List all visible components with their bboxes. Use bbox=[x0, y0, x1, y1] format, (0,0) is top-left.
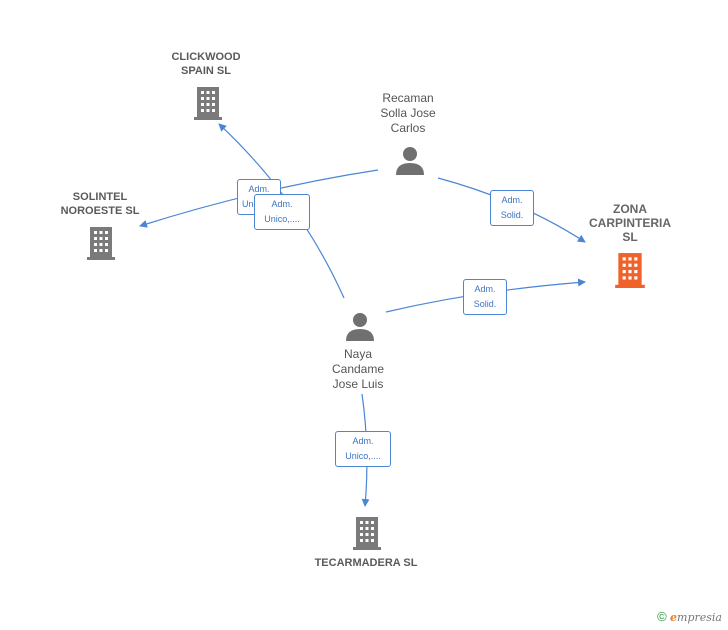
copyright-icon: © bbox=[657, 609, 667, 624]
edge-label-naya-clickwood[interactable]: Adm. Unico,.... bbox=[254, 194, 310, 230]
person-icon[interactable] bbox=[344, 310, 376, 342]
edge-label-naya-zona[interactable]: Adm. Solid. bbox=[463, 279, 507, 315]
naya-label: Naya Candame Jose Luis bbox=[331, 347, 385, 391]
solintel-label: SOLINTEL NOROESTE SL bbox=[60, 191, 140, 217]
edge-label-recaman-zona[interactable]: Adm. Solid. bbox=[490, 190, 534, 226]
edge-label-naya-tecarmadera[interactable]: Adm. Unico,.... bbox=[335, 431, 391, 467]
tecarmadera-label: TECARMADERA SL bbox=[314, 557, 418, 569]
recaman-label: Recaman Solla Jose Carlos bbox=[380, 91, 436, 135]
building-icon[interactable] bbox=[86, 226, 116, 260]
clickwood-label: CLICKWOOD SPAIN SL bbox=[171, 51, 241, 77]
person-icon[interactable] bbox=[394, 144, 426, 176]
building-icon[interactable] bbox=[352, 516, 382, 550]
zona-label: ZONA CARPINTERIA SL bbox=[588, 202, 671, 244]
brand-footer: © empresia bbox=[657, 609, 722, 624]
building-icon[interactable] bbox=[193, 86, 223, 120]
brand-logo: empresia bbox=[670, 611, 722, 624]
building-icon[interactable] bbox=[614, 252, 646, 288]
